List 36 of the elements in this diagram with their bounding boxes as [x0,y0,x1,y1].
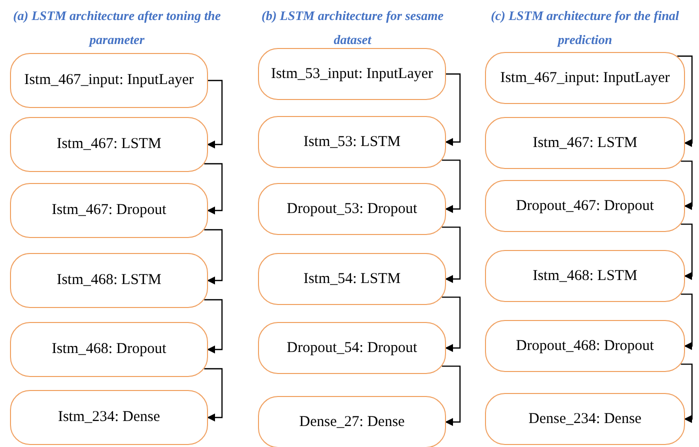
layer-box: Dropout_54: Dropout [258,322,446,374]
connector-arrow [442,160,461,213]
layer-box: Dense_234: Dense [485,393,685,445]
connector-arrow [442,366,461,426]
layer-box: Istm_53: LSTM [258,116,446,168]
layer-box: Dropout_468: Dropout [485,320,685,372]
layer-box: Istm_467: Dropout [10,183,208,238]
layer-box: Istm_468: LSTM [485,250,685,302]
connector-arrow [680,294,693,350]
connector-arrow [204,368,223,422]
connector-arrow [677,56,693,147]
panel-title: (b) LSTM architecture for sesame dataset [260,7,444,49]
connector-arrow [445,73,461,146]
layer-box: Istm_468: LSTM [10,253,208,308]
connector-arrow [204,229,223,284]
connector-arrow [442,296,461,352]
connector-arrow [680,364,693,423]
layer-box: Istm_234: Dense [10,390,208,445]
connector-arrow [442,226,461,283]
connector-arrow [204,299,223,354]
connector-arrow [680,224,693,280]
panel-title: (a) LSTM architecture after toning the parameter [12,7,222,49]
layer-box: Istm_467_input: InputLayer [10,53,208,108]
layer-box: Dropout_53: Dropout [258,183,446,235]
layer-box: Istm_467: LSTM [485,117,685,169]
layer-box: Istm_467: LSTM [10,117,208,172]
layer-box: Dropout_467: Dropout [485,180,685,232]
connector-arrow [207,80,223,148]
layer-box: Istm_468: Dropout [10,322,208,377]
layer-box: Istm_467_input: InputLayer [485,52,685,104]
layer-box: Istm_53_input: InputLayer [258,48,446,100]
layer-box: Dense_27: Dense [258,396,446,447]
panel-title: (c) LSTM architecture for the final prediction [490,7,680,49]
connector-arrow [204,163,223,214]
layer-box: Istm_54: LSTM [258,253,446,305]
connector-arrow [680,160,693,210]
